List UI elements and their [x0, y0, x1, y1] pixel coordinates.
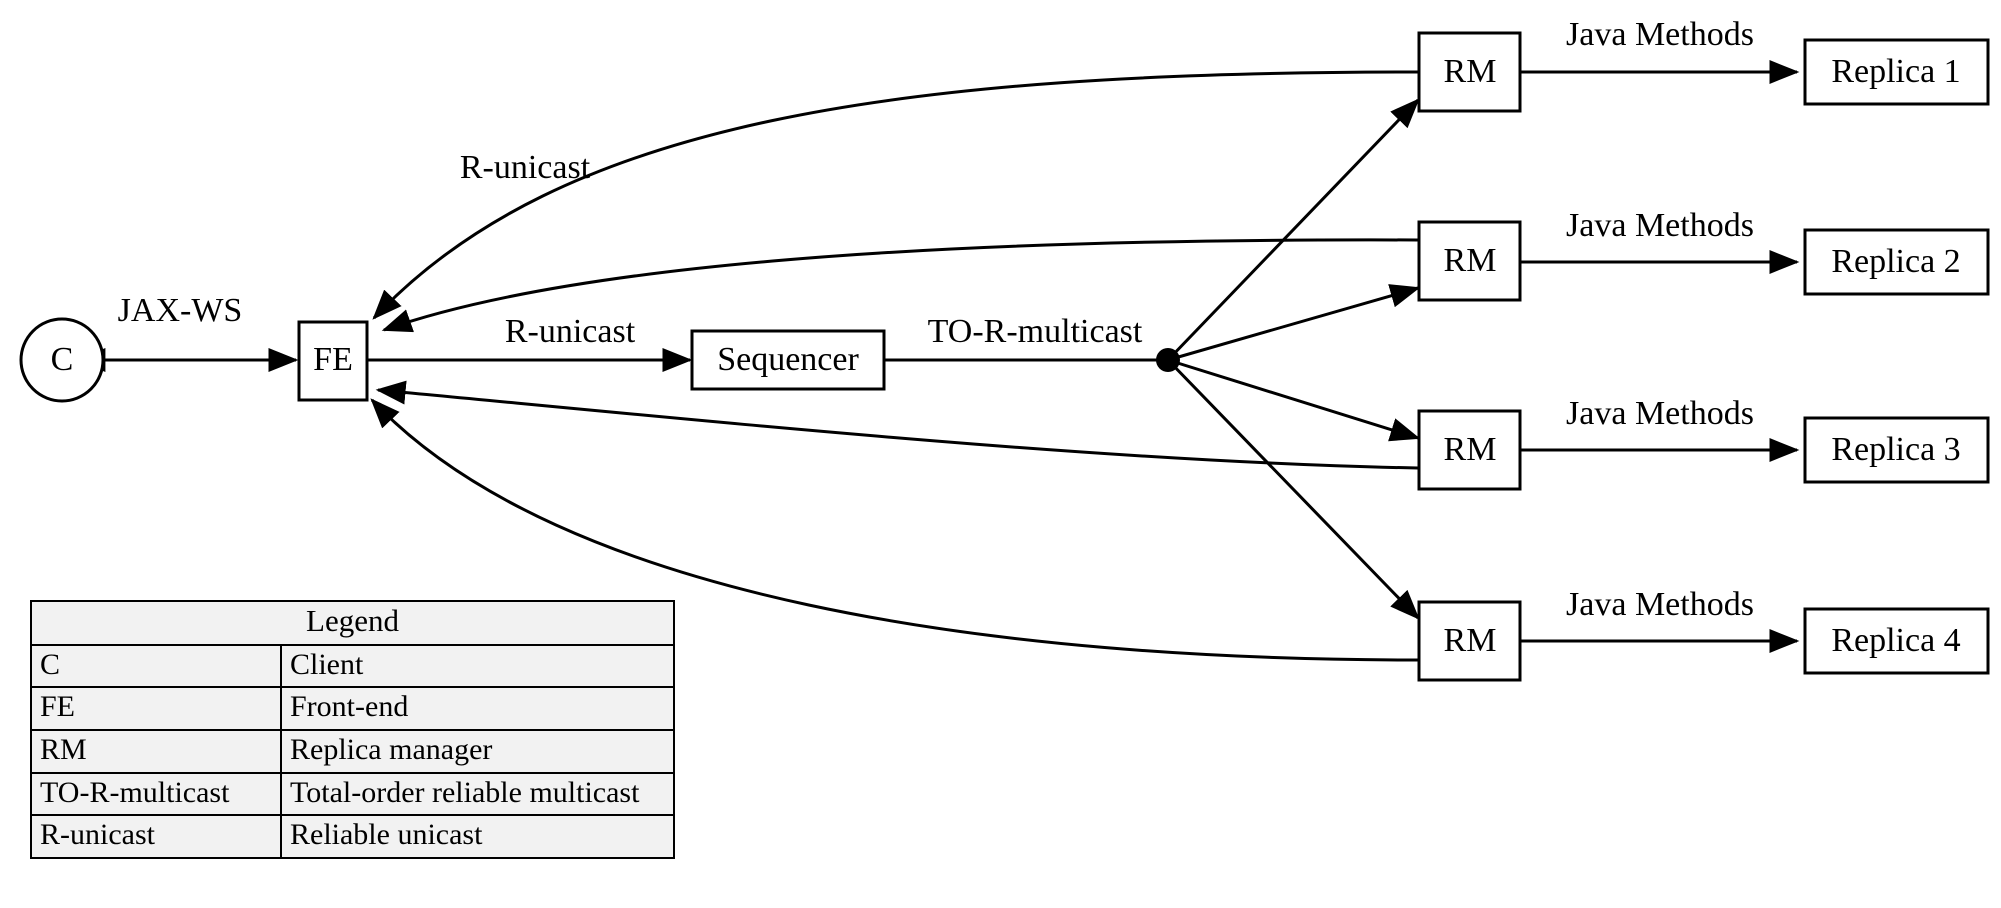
edge-rm2-frontend: [381, 238, 1419, 333]
edge-label-r-unicast-fe-seq: R-unicast: [505, 313, 636, 350]
node-client-label: C: [51, 341, 74, 378]
node-rm4[interactable]: [1417, 600, 1522, 682]
legend-row: R-unicast Reliable unicast: [30, 814, 675, 859]
node-replica3[interactable]: [1803, 416, 1990, 484]
node-frontend-label: FE: [313, 341, 353, 378]
legend-row: TO-R-multicast Total-order reliable mult…: [30, 771, 675, 817]
edge-rm3-frontend: [375, 380, 1419, 470]
node-replica2-label: Replica 2: [1831, 243, 1960, 280]
edge-label-to-r-multicast: TO-R-multicast: [928, 313, 1143, 350]
edge-label-java-methods-1: Java Methods: [1566, 16, 1754, 53]
legend-value: Replica manager: [280, 728, 675, 774]
legend-value: Client: [280, 643, 675, 689]
node-replica2[interactable]: [1803, 228, 1990, 296]
edge-hub-rm2: [1167, 284, 1421, 362]
node-replica3-label: Replica 3: [1831, 431, 1960, 468]
edge-label-java-methods-2: Java Methods: [1566, 207, 1754, 244]
legend-title: Legend: [30, 600, 675, 646]
legend-table: Legend C Client FE Front-end RM Replica …: [30, 600, 675, 859]
node-rm3[interactable]: [1417, 409, 1522, 491]
node-frontend[interactable]: [297, 320, 369, 402]
legend-value: Reliable unicast: [280, 814, 675, 859]
edge-hub-rm1: [1166, 98, 1420, 362]
edge-hub-rm3: [1167, 358, 1421, 442]
legend-value: Front-end: [280, 686, 675, 731]
edge-label-jax-ws: JAX-WS: [118, 292, 243, 329]
edge-hub-rm4: [1166, 358, 1420, 620]
legend-key: R-unicast: [30, 814, 282, 859]
legend-body: C Client FE Front-end RM Replica manager…: [30, 643, 675, 859]
node-replica1-label: Replica 1: [1831, 53, 1960, 90]
node-rm1-label: RM: [1444, 53, 1497, 90]
legend-key: C: [30, 643, 282, 689]
node-rm4-label: RM: [1444, 622, 1497, 659]
legend-value: Total-order reliable multicast: [280, 771, 675, 817]
edge-label-r-unicast-return: R-unicast: [460, 149, 591, 186]
legend-key: RM: [30, 728, 282, 774]
node-sequencer[interactable]: [690, 329, 886, 391]
legend-key: FE: [30, 686, 282, 731]
node-sequencer-label: Sequencer: [717, 341, 859, 378]
node-client[interactable]: [19, 317, 105, 403]
legend-row: RM Replica manager: [30, 728, 675, 774]
legend-row: FE Front-end: [30, 686, 675, 731]
edge-label-java-methods-4: Java Methods: [1566, 586, 1754, 623]
edge-rm4-frontend: [370, 398, 1419, 662]
legend-row: C Client: [30, 643, 675, 689]
node-replica1[interactable]: [1803, 38, 1990, 106]
node-rm1[interactable]: [1417, 31, 1522, 113]
node-replica4[interactable]: [1803, 607, 1990, 675]
legend-key: TO-R-multicast: [30, 771, 282, 817]
node-replica4-label: Replica 4: [1831, 622, 1960, 659]
legend-header-row: Legend: [30, 600, 675, 646]
node-rm3-label: RM: [1444, 431, 1497, 468]
edge-label-java-methods-3: Java Methods: [1566, 395, 1754, 432]
node-rm2-label: RM: [1444, 242, 1497, 279]
node-rm2[interactable]: [1417, 220, 1522, 302]
edge-rm1-frontend: [372, 70, 1419, 320]
multicast-hub-dot: [1156, 348, 1180, 372]
